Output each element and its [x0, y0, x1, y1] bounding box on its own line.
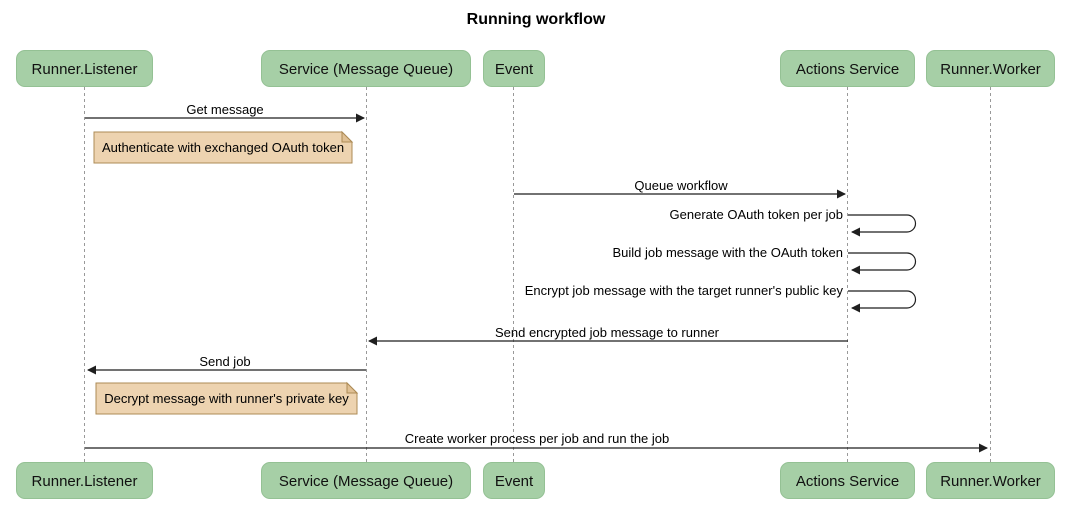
- note-fold-authenticate: [341, 130, 354, 143]
- participant-event-bottom: Event: [483, 462, 545, 499]
- message-label-generate-oauth-token: Generate OAuth token per job: [669, 207, 843, 222]
- note-authenticate-oauth-token: Authenticate with exchanged OAuth token: [101, 140, 345, 155]
- message-label-build-job-message: Build job message with the OAuth token: [612, 245, 843, 260]
- message-label-encrypt-job-message: Encrypt job message with the target runn…: [524, 283, 843, 298]
- participant-service-message-queue-top: Service (Message Queue): [261, 50, 471, 87]
- message-label-send-encrypted-job: Send encrypted job message to runner: [494, 325, 720, 340]
- participant-actions-service-top: Actions Service: [780, 50, 915, 87]
- message-label-create-worker-process: Create worker process per job and run th…: [404, 431, 670, 446]
- note-fold-decrypt: [346, 381, 359, 394]
- participant-runner-worker-bottom: Runner.Worker: [926, 462, 1055, 499]
- message-arrows: [85, 113, 988, 453]
- note-shape-decrypt: [95, 382, 358, 415]
- participant-actions-service-bottom: Actions Service: [780, 462, 915, 499]
- participant-runner-worker-top: Runner.Worker: [926, 50, 1055, 87]
- message-label-get-message: Get message: [186, 102, 264, 117]
- lifelines: [84, 87, 991, 462]
- self-loop-generate-oauth-token: [848, 214, 917, 237]
- participant-runner-listener-bottom: Runner.Listener: [16, 462, 153, 499]
- participant-service-message-queue-bottom: Service (Message Queue): [261, 462, 471, 499]
- message-label-queue-workflow: Queue workflow: [634, 178, 728, 193]
- note-shapes: [93, 130, 359, 415]
- diagram-title: Running workflow: [466, 11, 606, 28]
- participant-event-top: Event: [483, 50, 545, 87]
- note-decrypt-private-key: Decrypt message with runner's private ke…: [104, 391, 349, 406]
- self-loop-build-job-message: [848, 252, 917, 275]
- self-loop-encrypt-job-message: [848, 290, 917, 313]
- note-shape-authenticate: [93, 131, 353, 164]
- message-label-send-job: Send job: [199, 354, 251, 369]
- participant-runner-listener-top: Runner.Listener: [16, 50, 153, 87]
